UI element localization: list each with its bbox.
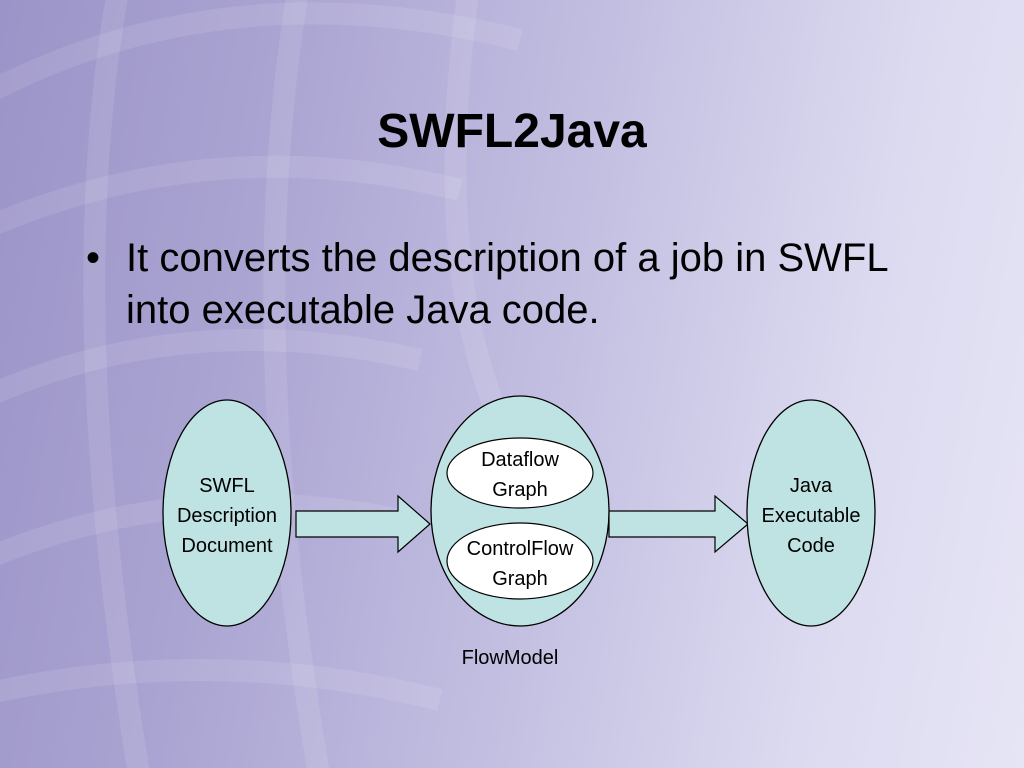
bullet-text: It converts the description of a job in …: [126, 236, 888, 332]
node-flowmodel: Dataflow Graph ControlFlow Graph FlowMod…: [430, 395, 610, 669]
node-label-line: Graph: [492, 479, 548, 501]
node-controlflow-graph: ControlFlow Graph: [446, 522, 594, 600]
node-label-line: Graph: [492, 568, 548, 590]
node-label-line: Executable: [762, 505, 861, 527]
slide-title: SWFL2Java: [377, 105, 647, 158]
node-dataflow-graph: Dataflow Graph: [446, 437, 594, 509]
node-label-line: Description: [177, 505, 277, 527]
node-swfl-description: SWFL Description Document: [162, 399, 292, 627]
flowmodel-caption: FlowModel: [462, 647, 559, 669]
node-label-line: Dataflow: [481, 449, 559, 471]
arrow-flowmodel-to-target: [608, 494, 749, 554]
node-java-executable: Java Executable Code: [746, 399, 876, 627]
arrow-source-to-flowmodel: [295, 494, 431, 554]
node-label-line: Code: [787, 535, 835, 557]
node-label-line: Java: [790, 475, 833, 497]
node-label-line: SWFL: [199, 475, 255, 497]
node-label-line: Document: [181, 535, 273, 557]
bullet-marker: •: [86, 236, 101, 280]
node-label-line: ControlFlow: [467, 538, 574, 560]
